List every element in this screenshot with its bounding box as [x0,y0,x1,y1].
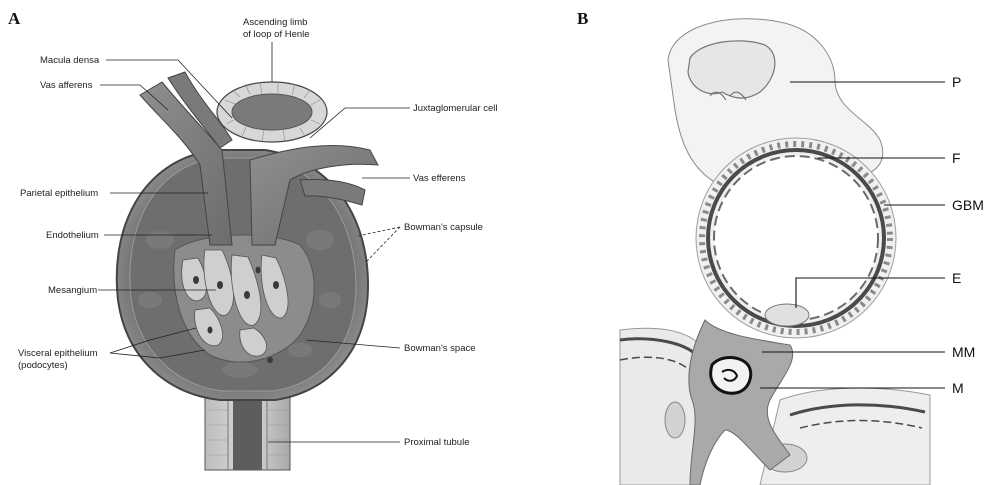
label-endothelium: Endothelium [46,230,99,241]
label-visceral-epithelium-line1: Visceral epithelium [18,348,98,359]
label-bowmans-capsule: Bowman's capsule [404,222,483,233]
label-ascending-limb-line2: of loop of Henle [243,29,310,40]
label-macula-densa: Macula densa [40,55,100,66]
label-juxtaglomerular-cell: Juxtaglomerular cell [413,103,497,114]
leader-bowmans-capsule-2 [366,227,400,262]
label-MM: MM [952,344,975,360]
panel-a: A [8,9,497,470]
label-F: F [952,150,961,166]
mesangial-region-shape [689,320,793,485]
label-vas-efferens: Vas efferens [413,173,466,184]
label-vas-afferens: Vas afferens [40,80,93,91]
leader-bowmans-capsule-1 [358,227,400,236]
panel-a-letter: A [8,9,21,28]
label-P: P [952,74,961,90]
label-mesangium: Mesangium [48,285,97,296]
panel-b-letter: B [577,9,588,28]
panel-b: B [577,9,984,485]
label-parietal-epithelium: Parietal epithelium [20,188,98,199]
label-proximal-tubule: Proximal tubule [404,437,469,448]
label-bowmans-space: Bowman's space [404,343,476,354]
label-E: E [952,270,961,286]
label-ascending-limb-line1: Ascending limb [243,17,307,28]
label-visceral-epithelium-line2: (podocytes) [18,360,68,371]
label-GBM: GBM [952,197,984,213]
ascending-limb-shape [217,82,327,142]
label-M: M [952,380,964,396]
